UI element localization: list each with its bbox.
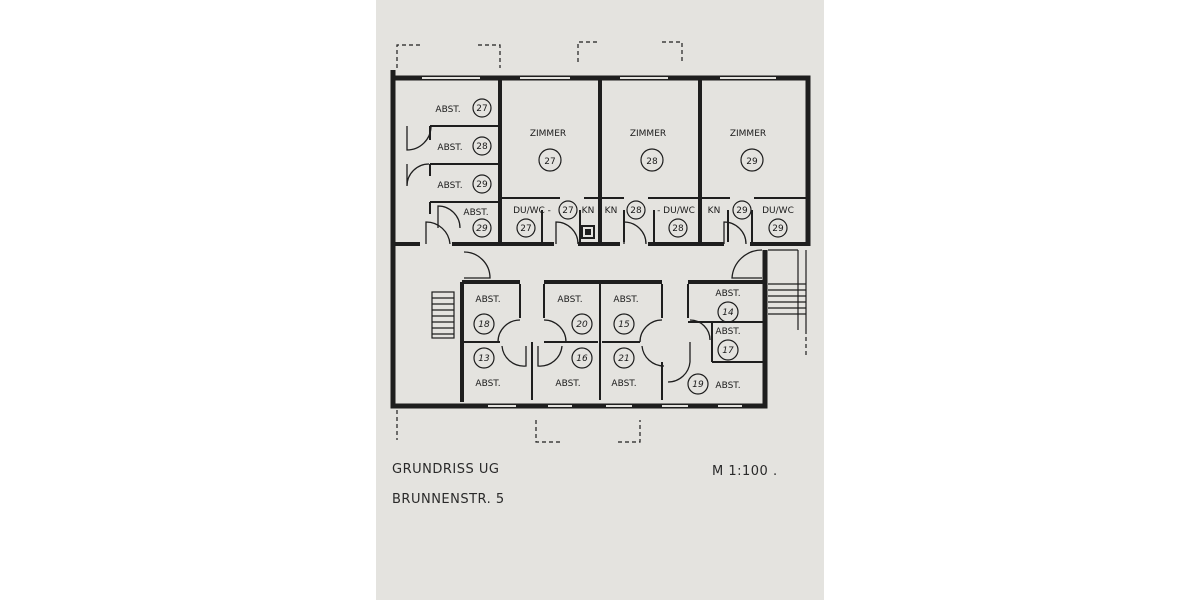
number-z27: 27 [544, 157, 555, 167]
room-number-circles [472, 98, 788, 395]
number-z28: 28 [646, 157, 658, 167]
label-zimmer-29: ZIMMER [730, 129, 766, 139]
label-abst-20: ABST. [557, 295, 582, 305]
number-k28: 28 [630, 206, 642, 216]
label-abst-16: ABST. [555, 379, 580, 389]
number-15: 15 [618, 320, 630, 330]
number-21: 21 [618, 354, 629, 364]
number-13: 13 [478, 354, 490, 364]
windows [422, 77, 776, 407]
label-abst-21: ABST. [611, 379, 636, 389]
number-z29: 29 [746, 157, 758, 167]
number-16: 16 [576, 354, 588, 364]
label-abst-29: ABST. [437, 181, 462, 191]
shaft-square [581, 225, 595, 239]
label-abst-15: ABST. [613, 295, 638, 305]
dashed-outline [396, 41, 807, 443]
number-17: 17 [722, 346, 734, 356]
plan-scale: M 1:100 . [712, 464, 778, 479]
label-abst-19: ABST. [715, 381, 740, 391]
label-duwc-27: DU/WC - [513, 206, 551, 216]
label-zimmer-27: ZIMMER [530, 129, 566, 139]
number-d29: 29 [772, 224, 784, 234]
label-abst-13: ABST. [475, 379, 500, 389]
stair-left [431, 291, 455, 339]
number-d28: 28 [672, 224, 684, 234]
number-20: 20 [576, 320, 588, 330]
number-k29: 29 [736, 206, 748, 216]
number-14: 14 [722, 308, 734, 318]
number-18: 18 [478, 320, 490, 330]
label-kn-27: KN [582, 206, 595, 216]
door-swings [406, 125, 763, 383]
number-a29: 29 [476, 180, 488, 190]
partitions [429, 125, 806, 400]
number-k27: 27 [562, 206, 573, 216]
number-d27: 27 [520, 224, 531, 234]
number-19: 19 [692, 380, 704, 390]
label-abst-28: ABST. [437, 143, 462, 153]
number-a27: 27 [476, 104, 487, 114]
label-duwc-29: DU/WC [762, 206, 794, 216]
label-abst-17: ABST. [715, 327, 740, 337]
label-abst-27: ABST. [435, 105, 460, 115]
plan-address: BRUNNENSTR. 5 [392, 492, 505, 507]
label-duwc-28: - DU/WC [657, 206, 695, 216]
number-a28: 28 [476, 142, 488, 152]
stair-right [768, 249, 807, 330]
label-abst-14: ABST. [715, 289, 740, 299]
plan-title: GRUNDRISS UG [392, 462, 500, 477]
number-a29b: 29 [476, 224, 488, 234]
label-abst-18: ABST. [475, 295, 500, 305]
label-kn-29: KN [708, 206, 721, 216]
label-kn-28: KN [605, 206, 618, 216]
interior-walls [395, 80, 808, 402]
label-abst-29b: ABST. [463, 208, 488, 218]
label-zimmer-28: ZIMMER [630, 129, 666, 139]
